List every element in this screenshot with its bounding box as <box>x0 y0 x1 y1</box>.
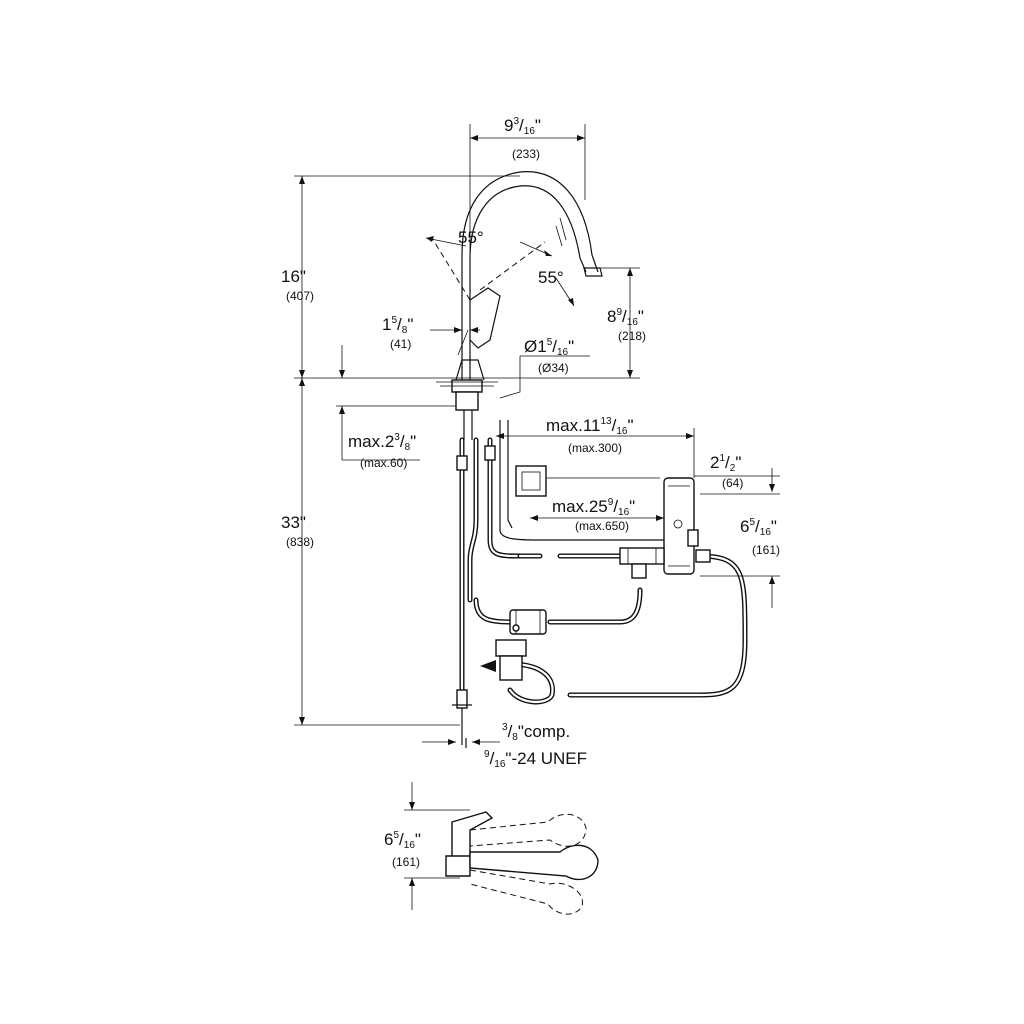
svg-text:9/16"-24 UNEF: 9/16"-24 UNEF <box>484 749 587 770</box>
hose-length-label: 33" <box>281 513 306 532</box>
svg-text:65/16": 65/16" <box>384 830 421 851</box>
base-height-metric: (161) <box>392 855 420 869</box>
diameter-whole: Ø1 <box>524 337 547 356</box>
max650-metric: (max.650) <box>575 519 629 533</box>
max300-metric: (max.300) <box>568 441 622 455</box>
spout-height-metric: (218) <box>618 329 646 343</box>
svg-text:3/8"comp.: 3/8"comp. <box>502 722 570 743</box>
hoses <box>459 420 748 705</box>
angle-left: 55° <box>458 228 484 247</box>
height-label: 16" <box>281 267 306 286</box>
faucet-side-view <box>431 171 603 440</box>
box-height-metric: (161) <box>752 543 780 557</box>
deck-metric: (max.60) <box>360 456 407 470</box>
faucet-top-view <box>404 782 599 915</box>
svg-text:21/2": 21/2" <box>710 453 741 474</box>
max300-whole: max.11 <box>546 416 601 435</box>
control-box <box>663 477 695 575</box>
svg-text:max.1113/16": max.1113/16" <box>546 416 634 437</box>
thread-num: 9 <box>484 749 490 760</box>
svg-text:max.259/16": max.259/16" <box>552 497 635 518</box>
base-height-whole: 6 <box>384 830 393 849</box>
dimension-labels: 93/16" (233) 16" (407) 55° 55° 15/8" (41… <box>281 116 780 869</box>
height-metric: (407) <box>286 289 314 303</box>
svg-text:max.23/8": max.23/8" <box>348 432 416 453</box>
svg-text:15/8": 15/8" <box>382 315 413 336</box>
handle-metric: (41) <box>390 337 411 351</box>
comp-num: 3 <box>502 722 508 733</box>
deck-whole: max.2 <box>348 432 394 451</box>
dimension-lines <box>294 124 780 745</box>
max650-whole: max.25 <box>552 497 608 516</box>
box-depth-whole: 2 <box>710 453 719 472</box>
components <box>452 445 711 748</box>
diameter-metric: (Ø34) <box>538 361 569 375</box>
box-depth-metric: (64) <box>722 476 743 490</box>
reach-whole: 9 <box>504 116 513 135</box>
angle-right: 55° <box>538 268 564 287</box>
handle-whole: 1 <box>382 315 391 334</box>
spout-height-whole: 8 <box>607 307 616 326</box>
check-valve <box>495 639 527 657</box>
box-height-whole: 6 <box>740 517 749 536</box>
valve-block <box>619 547 665 565</box>
reach-metric: (233) <box>512 147 540 161</box>
svg-text:65/16": 65/16" <box>740 517 777 538</box>
svg-text:93/16": 93/16" <box>504 116 541 137</box>
svg-text:89/16": 89/16" <box>607 307 644 328</box>
svg-text:Ø15/16": Ø15/16" <box>524 337 574 358</box>
hose-length-metric: (838) <box>286 535 314 549</box>
sensor-module <box>515 465 547 497</box>
